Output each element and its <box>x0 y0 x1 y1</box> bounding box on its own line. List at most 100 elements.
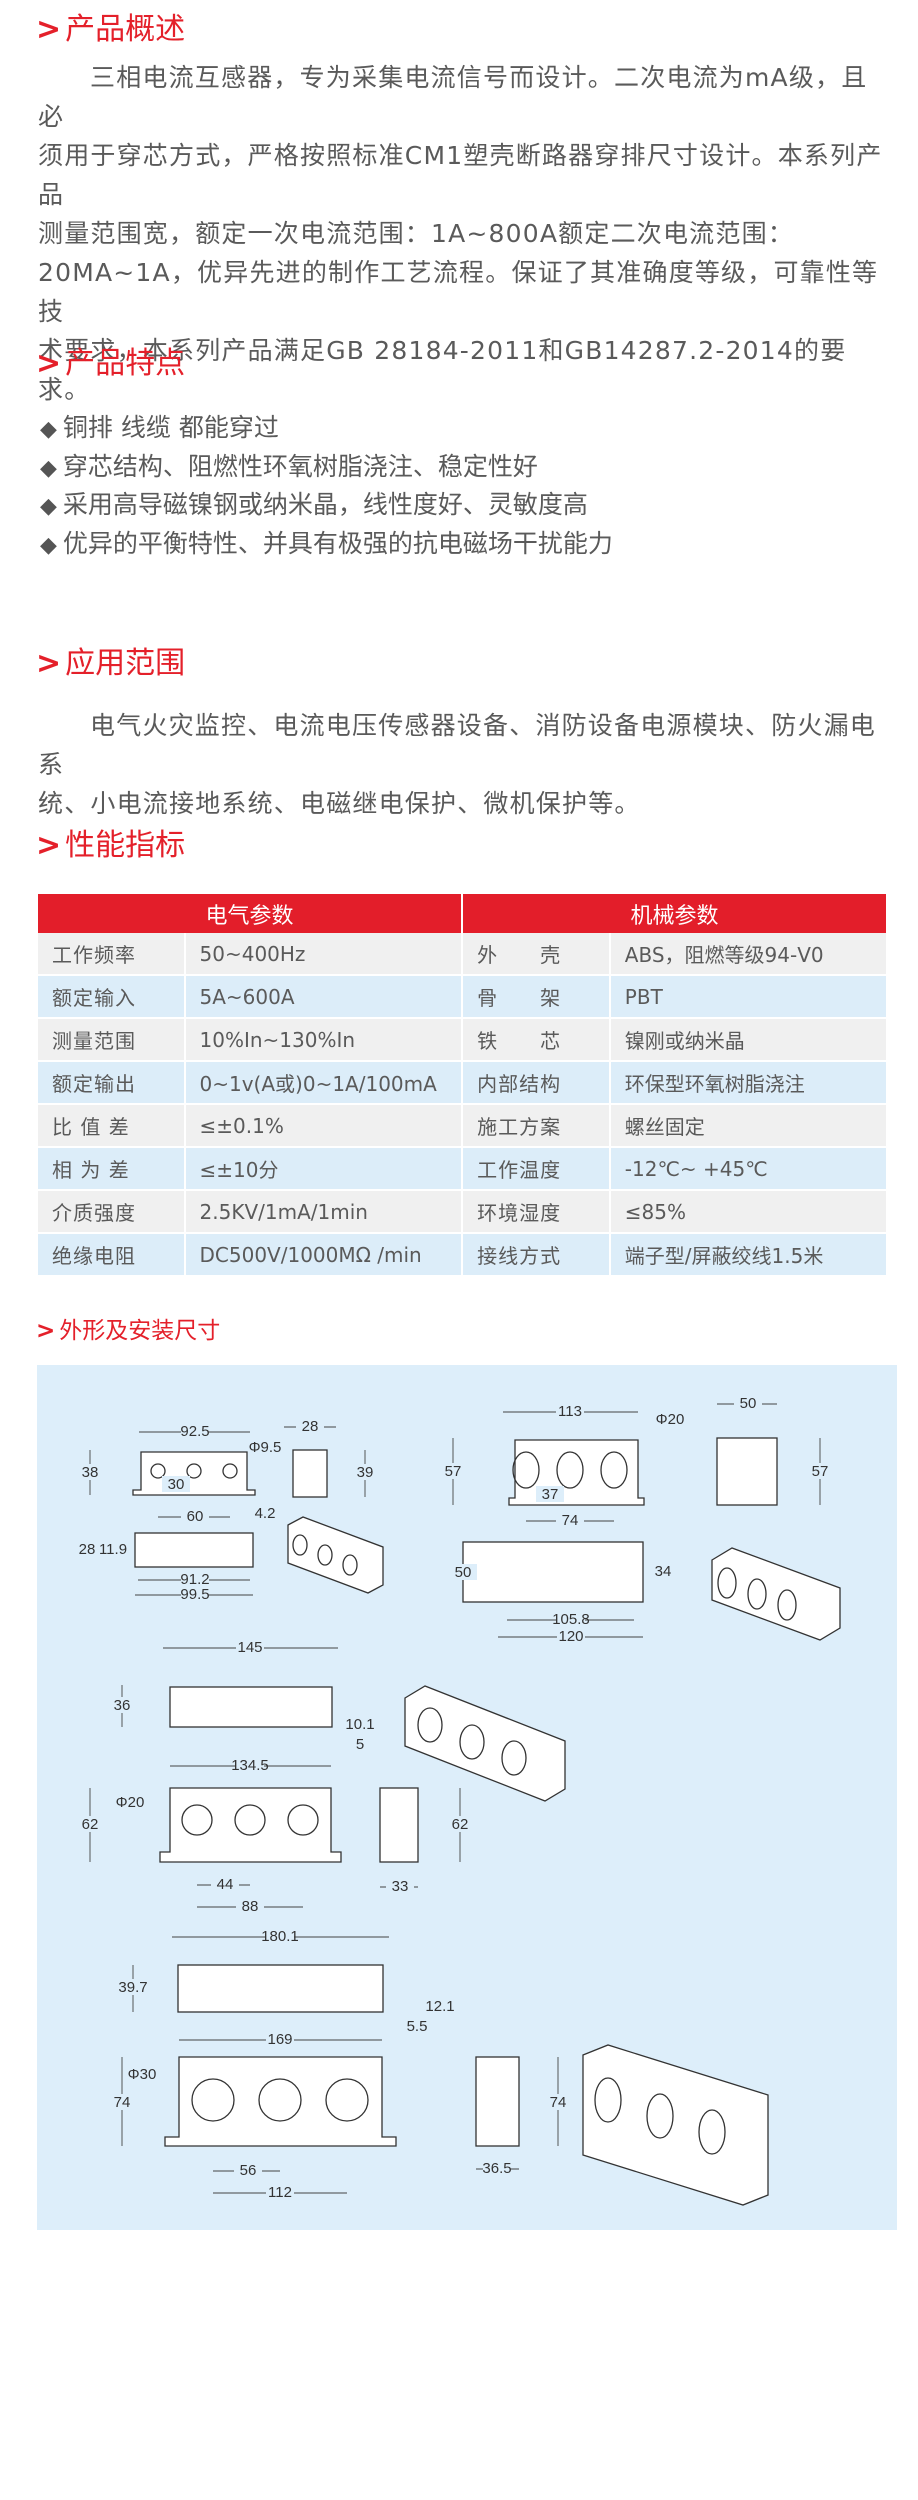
dimension-label: 99.5 <box>180 1586 209 1603</box>
drawing-small-top <box>134 1532 254 1596</box>
dimension-label: 134.5 <box>231 1757 269 1774</box>
list-item: ◆铜排 线缆 都能穿过 <box>40 410 613 449</box>
param-name: 绝缘电阻 <box>38 1233 186 1277</box>
label-background <box>181 1508 209 1524</box>
dimension-label: Φ20 <box>656 1411 685 1428</box>
drawing-small-front <box>89 1431 256 1518</box>
label-background <box>649 1563 677 1579</box>
drawing-small-side <box>284 1426 366 1498</box>
table-row: 相 为 差≤±10分工作温度-12℃~ +45℃ <box>38 1147 886 1191</box>
label-background <box>556 1403 584 1419</box>
dimension-label: 36 <box>114 1697 131 1714</box>
label-background <box>251 1505 279 1521</box>
param-value: 端子型/屏蔽绞线1.5米 <box>609 1233 886 1277</box>
table-row: 比 值 差≤±0.1%施工方案螺丝固定 <box>38 1104 886 1148</box>
section-title-text: 产品特点 <box>65 346 186 381</box>
param-value: 0~1v(A或)0~1A/100mA <box>184 1061 464 1105</box>
param-value: 5A~600A <box>184 975 464 1019</box>
label-background <box>734 1395 762 1411</box>
dimension-label: Φ20 <box>116 1794 145 1811</box>
label-background <box>266 1928 294 1944</box>
param-value: PBT <box>609 975 886 1019</box>
param-value: 螺丝固定 <box>609 1104 886 1148</box>
feature-list: ◆铜排 线缆 都能穿过 ◆穿芯结构、阻燃性环氧树脂浇注、稳定性好 ◆采用高导磁镍… <box>40 410 613 564</box>
dimension-label: 28 <box>79 1541 96 1558</box>
dimension-label: 30 <box>168 1476 185 1493</box>
dimension-label: 113 <box>558 1403 582 1420</box>
feature-text: 优异的平衡特性、并具有极强的抗电磁场干扰能力 <box>62 528 613 558</box>
list-item: ◆采用高导磁镍钢或纳米晶，线性度好、灵敏度高 <box>40 487 613 526</box>
param-value: ≤±0.1% <box>184 1104 464 1148</box>
dimension-label: 91.2 <box>180 1571 209 1588</box>
overview-line: 术要求，本系列产品满足GB 28184-2011和GB14287.2-2014的… <box>38 336 847 404</box>
dimension-label: 28 <box>302 1418 319 1435</box>
dimension-label: 74 <box>550 2094 567 2111</box>
param-value: -12℃~ +45℃ <box>609 1147 886 1191</box>
param-value: 环保型环氧树脂浇注 <box>609 1061 886 1105</box>
label-background <box>557 1628 585 1644</box>
dimension-label: Φ9.5 <box>249 1439 282 1456</box>
section-title-text: 产品概述 <box>65 12 186 47</box>
label-background <box>346 1716 374 1732</box>
dimension-label: 112 <box>268 2184 292 2201</box>
overview-line: 测量范围宽，额定一次电流范围：1A~800A额定二次电流范围： <box>38 219 794 248</box>
section-title-performance: >性能指标 <box>36 826 185 866</box>
param-name: 比 值 差 <box>38 1104 186 1148</box>
dimension-label: 39 <box>357 1464 374 1481</box>
diamond-bullet-icon: ◆ <box>40 494 57 519</box>
dimension-label: 60 <box>187 1508 204 1525</box>
drawing-xl-iso <box>582 2044 769 2206</box>
param-value: DC500V/1000MΩ /min <box>184 1233 464 1277</box>
dimension-label: 36.5 <box>482 2160 511 2177</box>
param-name: 相 为 差 <box>38 1147 186 1191</box>
label-background <box>251 1439 279 1455</box>
label-background <box>128 2066 156 2082</box>
drawing-xl-top <box>132 1936 389 2013</box>
param-name: 额定输出 <box>38 1061 186 1105</box>
label-background <box>211 1876 239 1892</box>
dimension-label: 120 <box>558 1628 583 1645</box>
application-line: 电气火灾监控、电流电压传感器设备、消防设备电源模块、防火漏电系 <box>38 711 877 779</box>
diamond-bullet-icon: ◆ <box>40 417 57 442</box>
param-value: 2.5KV/1mA/1min <box>184 1190 464 1234</box>
dimension-label: 74 <box>562 1512 579 1529</box>
section-title-dimensions: >外形及安装尺寸 <box>36 1316 220 1346</box>
label-background <box>446 1816 474 1832</box>
param-value: 50~400Hz <box>184 933 464 976</box>
dimension-label: 74 <box>114 2094 131 2111</box>
drawing-medium-side <box>716 1403 821 1506</box>
overview-paragraph: 三相电流互感器，专为采集电流信号而设计。二次电流为mA级，且必 须用于穿芯方式，… <box>38 58 888 409</box>
application-line: 统、小电流接地系统、电磁继电保护、微机保护等。 <box>38 789 641 818</box>
drawing-medium-top <box>462 1541 644 1638</box>
chevron-right-icon: > <box>36 1318 56 1344</box>
header-electrical: 电气参数 <box>38 894 464 933</box>
dimension-label: 38 <box>82 1464 99 1481</box>
param-name: 施工方案 <box>462 1104 611 1148</box>
drawing-large-front <box>89 1765 342 1908</box>
dimension-label: 57 <box>812 1463 829 1480</box>
param-name: 骨 架 <box>462 975 611 1019</box>
label-background <box>386 1878 414 1894</box>
label-background <box>266 2031 294 2047</box>
dimension-label: 37 <box>542 1486 559 1503</box>
param-name: 外 壳 <box>462 933 611 976</box>
chevron-right-icon: > <box>36 12 62 47</box>
drawing-large-side <box>379 1787 461 1888</box>
label-background <box>119 1979 147 1995</box>
dimension-label: 180.1 <box>261 1928 299 1945</box>
label-background <box>266 2184 294 2200</box>
label-background <box>557 1611 585 1627</box>
drawing-xl-side <box>475 2056 559 2170</box>
header-mechanical: 机械参数 <box>462 894 886 933</box>
label-background <box>236 1639 264 1655</box>
param-value: ABS，阻燃等级94-V0 <box>609 933 886 976</box>
label-background <box>181 1586 209 1602</box>
feature-text: 铜排 线缆 都能穿过 <box>62 413 279 442</box>
drawing-large-iso <box>404 1685 566 1802</box>
